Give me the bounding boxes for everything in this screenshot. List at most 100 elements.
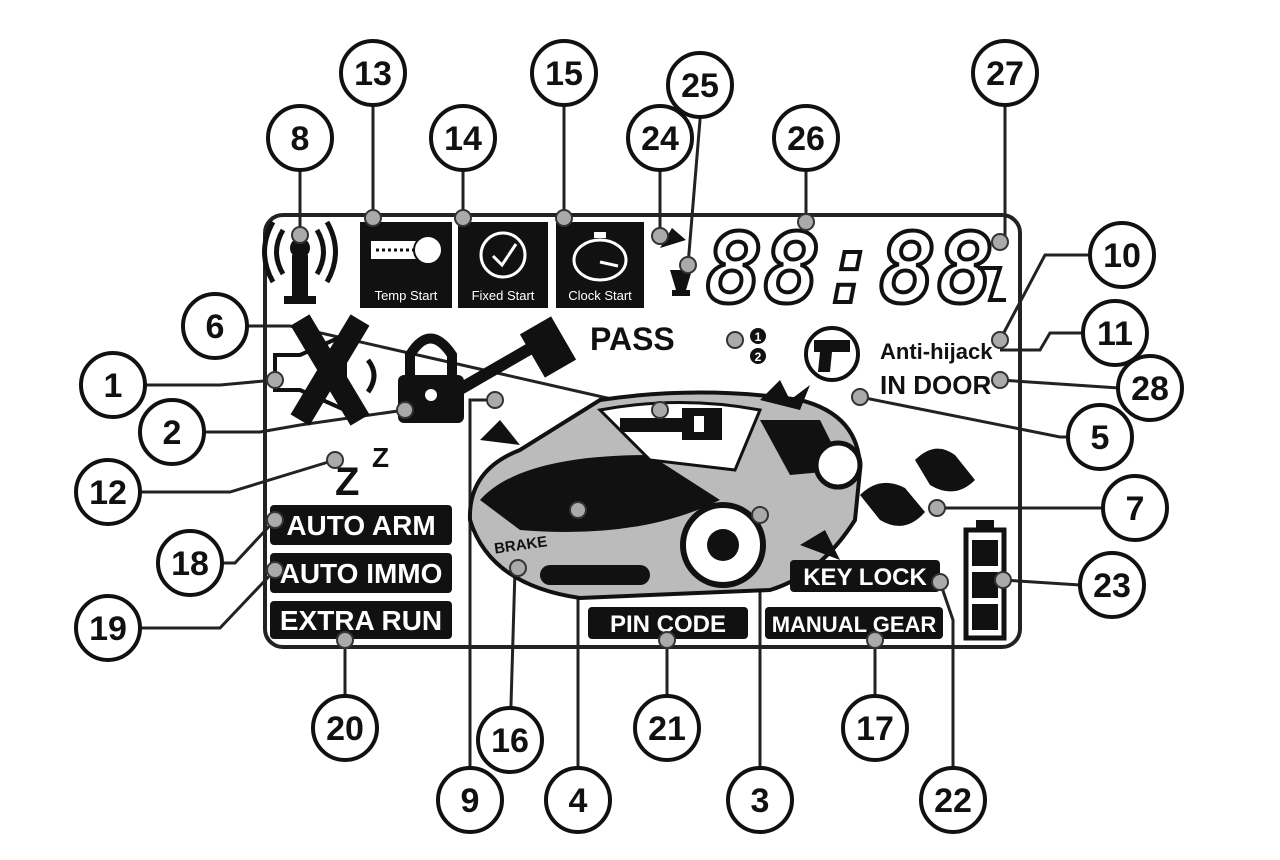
callout-14-number: 14 — [444, 120, 482, 158]
callout-17-number: 17 — [856, 710, 894, 748]
callout-6: 6 — [181, 292, 249, 360]
clock-start-label: Clock Start — [568, 288, 632, 303]
callout-15-number: 15 — [545, 55, 583, 93]
manual-gear-label: MANUAL GEAR — [772, 612, 937, 637]
callout-27: 27 — [971, 39, 1039, 107]
pass-slot-2-badge — [750, 348, 766, 364]
callout-11-number: 11 — [1097, 315, 1133, 353]
in-door-label: IN DOOR — [880, 370, 991, 400]
impact-spike-left — [480, 420, 520, 445]
callout-8: 8 — [266, 104, 334, 172]
auto-immo-label: AUTO IMMO — [280, 558, 443, 589]
callout-4: 4 — [544, 766, 612, 834]
callout-9: 9 — [436, 766, 504, 834]
callout-8-number: 8 — [291, 120, 310, 158]
callout-11: 11 — [1081, 299, 1149, 367]
extra-run-tag: EXTRA RUN — [270, 601, 452, 639]
hammer-icon — [455, 316, 577, 396]
callout-28-number: 28 — [1131, 370, 1169, 408]
key-lock-label: KEY LOCK — [803, 564, 927, 591]
callout-14: 14 — [429, 104, 497, 172]
auto-arm-label: AUTO ARM — [286, 510, 435, 541]
callout-10: 10 — [1088, 221, 1156, 289]
callout-27-number: 27 — [986, 55, 1024, 93]
callout-26-number: 26 — [787, 120, 825, 158]
callout-4-number: 4 — [569, 782, 588, 820]
callout-1-number: 1 — [104, 367, 123, 405]
pointer-dots — [266, 209, 1012, 649]
key-lock-tag: KEY LOCK — [790, 560, 940, 592]
pass-slot-1: 1 — [755, 330, 762, 344]
extra-run-label: EXTRA RUN — [280, 605, 442, 636]
callout-18: 18 — [156, 529, 224, 597]
callout-2: 2 — [138, 398, 206, 466]
callout-5-number: 5 — [1091, 419, 1110, 457]
siren-mute-icon — [273, 314, 377, 426]
key-icon — [620, 408, 722, 440]
callout-16-number: 16 — [491, 722, 529, 760]
temperature-unit-segment — [978, 266, 1006, 302]
impact-spike-right — [800, 530, 840, 560]
callout-21-number: 21 — [648, 710, 686, 748]
temp-start-badge: Temp Start — [360, 222, 452, 308]
padlock-icon — [398, 333, 464, 423]
fixed-start-badge: Fixed Start — [458, 222, 548, 308]
bell-icon — [660, 228, 686, 248]
callout-26: 26 — [772, 104, 840, 172]
callout-2-number: 2 — [163, 414, 182, 452]
pin-code-tag: PIN CODE — [588, 607, 748, 639]
callout-22: 22 — [919, 766, 987, 834]
callout-15: 15 — [530, 39, 598, 107]
impact-spike-top — [760, 380, 810, 410]
callout-5: 5 — [1066, 403, 1134, 471]
callout-25: 25 — [666, 51, 734, 119]
manual-gear-tag: MANUAL GEAR — [765, 607, 943, 639]
callout-16: 16 — [476, 706, 544, 774]
callouts: 1 2 3 4 5 6 7 8 9 10 11 12 13 14 15 16 1… — [74, 39, 1184, 834]
callout-23: 23 — [1078, 551, 1146, 619]
pass-slot-1-badge — [750, 328, 766, 344]
callout-20-number: 20 — [326, 710, 364, 748]
callout-19: 19 — [74, 594, 142, 662]
auto-immo-tag: AUTO IMMO — [270, 553, 452, 593]
footprints-icon — [860, 448, 975, 526]
callout-13-number: 13 — [354, 55, 392, 93]
clock-start-badge: Clock Start — [556, 222, 644, 308]
callout-24: 24 — [626, 104, 694, 172]
callout-25-number: 25 — [681, 67, 719, 105]
temp-start-label: Temp Start — [375, 288, 438, 303]
callout-7: 7 — [1101, 474, 1169, 542]
callout-21: 21 — [633, 694, 701, 762]
callout-24-number: 24 — [641, 120, 679, 158]
callout-12: 12 — [74, 458, 142, 526]
callout-10-number: 10 — [1103, 237, 1141, 275]
callout-3-number: 3 — [751, 782, 770, 820]
pass-slot-2: 2 — [755, 350, 762, 364]
antenna-signal-icon — [262, 220, 338, 304]
pass-label: PASS — [590, 321, 675, 357]
anti-hijack-label: Anti-hijack — [880, 339, 993, 364]
rear-wheel — [813, 440, 863, 490]
callout-17: 17 — [841, 694, 909, 762]
stopwatch-icon — [572, 238, 628, 282]
callout-28: 28 — [1116, 354, 1184, 422]
callout-23-number: 23 — [1093, 567, 1131, 605]
trophy-icon — [670, 270, 692, 296]
callout-18-number: 18 — [171, 545, 209, 583]
callout-6-number: 6 — [206, 308, 225, 346]
anti-hijack-gun-icon — [804, 326, 860, 382]
callout-3: 3 — [726, 766, 794, 834]
callout-7-number: 7 — [1126, 490, 1145, 528]
fixed-start-label: Fixed Start — [472, 288, 535, 303]
clock-icon — [479, 231, 527, 279]
car-icon: BRAKE — [467, 390, 863, 601]
callout-19-number: 19 — [89, 610, 127, 648]
callout-22-number: 22 — [934, 782, 972, 820]
callout-9-number: 9 — [461, 782, 480, 820]
clock-digits: 88:88 — [705, 213, 994, 325]
callout-12-number: 12 — [89, 474, 127, 512]
auto-arm-tag: AUTO ARM — [270, 505, 452, 545]
callout-1: 1 — [79, 351, 147, 419]
callout-20: 20 — [311, 694, 379, 762]
